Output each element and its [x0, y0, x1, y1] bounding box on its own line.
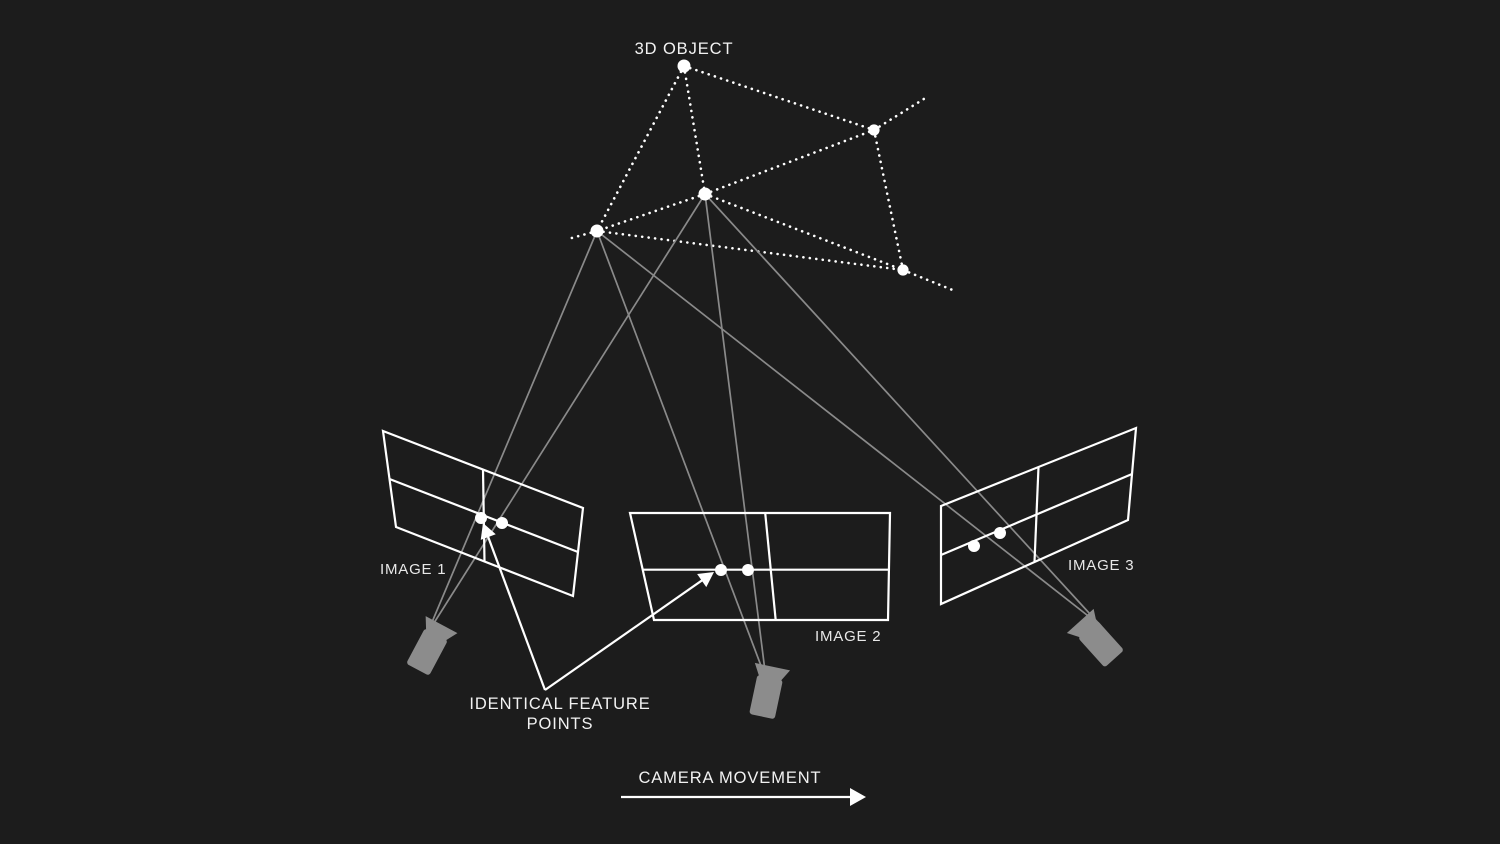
feature-point-image3-1 [968, 540, 980, 552]
projection-ray [596, 230, 1102, 627]
image-plane-outline-1 [381, 429, 585, 598]
feature-point-image3-2 [994, 527, 1006, 539]
object-edge [595, 64, 686, 233]
object-vertex-apex [677, 59, 691, 73]
object-vertex-lower-right [897, 264, 909, 276]
image-1-label: IMAGE 1 [380, 561, 446, 578]
object-vertex-center [698, 187, 712, 201]
camera-body [749, 675, 783, 719]
image-plane-outline-3 [939, 426, 1138, 606]
image-plane-outline-2 [628, 511, 892, 622]
object-edge [682, 64, 876, 132]
image-plane-grid-vertical-2 [764, 512, 777, 621]
projection-ray [426, 230, 598, 635]
projection-rays [426, 193, 1102, 680]
movement-arrowhead [850, 788, 866, 806]
feature-point-image2-1 [715, 564, 727, 576]
projection-ray [704, 193, 1102, 627]
object-edge [595, 192, 707, 233]
image-2-label: IMAGE 2 [815, 628, 881, 645]
camera-3 [1066, 608, 1123, 667]
camera-lens-hood [425, 616, 458, 642]
feature-point-image2-2 [742, 564, 754, 576]
camera-body [407, 629, 447, 675]
callout-arrowhead-1 [480, 523, 496, 540]
callout-leader-lines [480, 523, 714, 691]
camera-2 [749, 662, 791, 719]
object-edge-open [566, 229, 599, 241]
projection-ray [704, 193, 767, 680]
object-edge [595, 229, 905, 272]
object-wireframe [566, 64, 957, 293]
feature-points [475, 512, 1006, 576]
object-title-label: 3D OBJECT [635, 40, 734, 58]
camera-body [1079, 621, 1123, 667]
object-edge [682, 64, 707, 196]
projection-ray [596, 230, 767, 680]
object-edge [703, 192, 905, 272]
camera-movement-label: CAMERA MOVEMENT [638, 769, 821, 787]
image-planes [381, 426, 1138, 622]
object-vertex-left [590, 224, 604, 238]
cameras [407, 608, 1123, 719]
object-edge [703, 128, 876, 196]
feature-point-image1-1 [475, 512, 487, 524]
object-edge [872, 128, 905, 272]
camera-lens-hood [1066, 608, 1098, 639]
feature-point-image1-2 [496, 517, 508, 529]
callout-leader-1 [486, 534, 547, 691]
feature-points-label-line1: IDENTICAL FEATURE [469, 695, 650, 713]
object-vertex-upper-right [868, 124, 880, 136]
image-3-label: IMAGE 3 [1068, 557, 1134, 574]
camera-movement-arrow [621, 788, 866, 806]
callout-leader-2 [544, 578, 704, 691]
camera-1 [407, 616, 458, 675]
object-edge-open [901, 268, 957, 293]
object-vertices [590, 59, 909, 276]
object-edge-open [872, 95, 929, 132]
feature-points-label-line2: POINTS [527, 715, 594, 733]
projection-ray [426, 193, 706, 635]
callout-arrowhead-2 [697, 572, 714, 588]
camera-lens-hood [754, 662, 791, 683]
